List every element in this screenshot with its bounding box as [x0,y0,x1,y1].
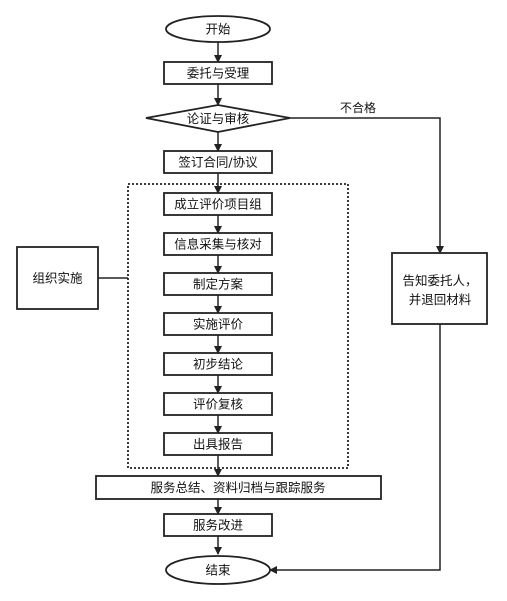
improve-box [163,513,273,537]
implementation-group-border [127,183,349,469]
conclusion-box [163,352,273,376]
arrow-notify-to-end [269,324,441,574]
report-label: 出具报告 [193,437,243,452]
end-label: 结束 [205,563,231,578]
arrow-review-to-notify [290,117,444,254]
collect-label: 信息采集与核对 [174,237,262,252]
plan-box [163,272,273,296]
notify-label-line1: 告知委托人， [402,273,477,288]
end-node [165,555,271,585]
entrust-box [163,61,273,85]
team-box [163,192,273,216]
fail-edge-label: 不合格 [340,100,376,115]
sign-label: 签订合同/协议 [178,155,258,170]
entrust-label: 委托与受理 [187,66,250,81]
collect-box [163,232,273,256]
start-node [165,15,271,43]
notify-label-line2: 并退回材料 [409,292,472,307]
summary-box [95,475,382,500]
conclusion-label: 初步结论 [193,357,244,372]
notify-box [391,252,488,325]
summary-label: 服务总结、资料归档与跟踪服务 [150,480,325,495]
review-label: 论证与审核 [187,111,250,126]
organize-label: 组织实施 [32,271,83,286]
plan-label: 制定方案 [193,277,244,292]
start-label: 开始 [205,22,231,37]
review-decision [145,104,291,133]
recheck-box [163,392,273,416]
report-box [163,432,273,456]
recheck-label: 评价复核 [193,397,244,412]
team-label: 成立评价项目组 [174,197,262,212]
improve-label: 服务改进 [193,518,244,533]
organize-box [16,246,99,310]
sign-box [163,150,273,174]
implement-box [163,312,273,336]
implement-label: 实施评价 [193,317,244,332]
